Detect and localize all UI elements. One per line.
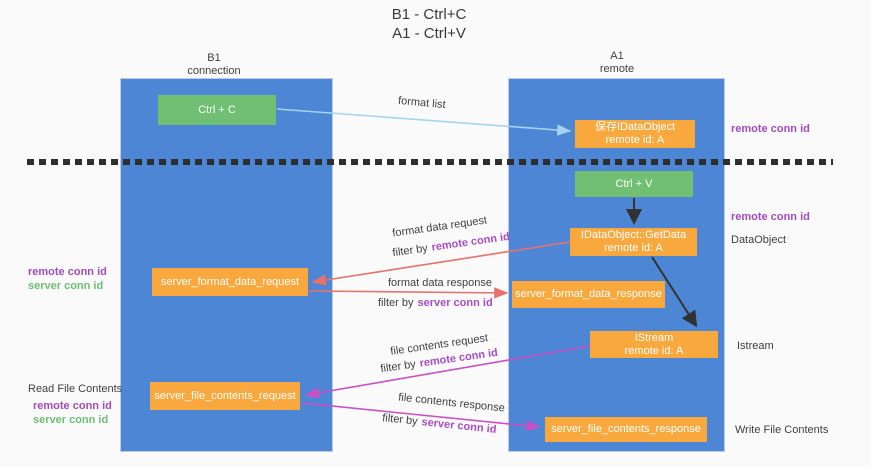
side-label-write-file-contents: Write File Contents	[735, 424, 829, 436]
node-getdata-line2: remote id: A	[604, 242, 663, 254]
arrow-file-contents-request	[304, 345, 591, 399]
node-istream: IStream remote id: A	[590, 331, 718, 358]
node-istream-line1: IStream	[634, 331, 674, 344]
node-save-idataobject: 保存IDataObject remote id: A	[575, 120, 695, 148]
lane-right-name: A1	[610, 50, 624, 62]
side-label-remote-conn-id-top: remote conn id	[731, 123, 810, 135]
arrow-format-data-request	[311, 241, 571, 286]
side-label-left-server-conn-id: server conn id	[28, 280, 104, 292]
lane-left-subtitle: connection	[187, 65, 241, 77]
node-server-format-data-request: server_format_data_request	[152, 268, 308, 296]
node-server-format-data-response-label: server_format_data_response	[515, 288, 662, 300]
side-label-bottom-server-conn-id: server conn id	[33, 414, 109, 426]
node-save-idataobject-line1: 保存IDataObject	[594, 121, 676, 133]
edge-label-format-data-response: format data response	[388, 277, 492, 289]
node-ctrl-v-label: Ctrl + V	[615, 177, 653, 190]
node-server-file-contents-request: server_file_contents_request	[150, 382, 300, 410]
side-label-bottom-remote-conn-id: remote conn id	[33, 400, 112, 412]
node-ctrl-c-label: Ctrl + C	[198, 103, 236, 116]
side-label-dataobject: DataObject	[731, 234, 787, 246]
server-conn-id-text: server conn id	[417, 297, 493, 309]
title-line-1: B1 - Ctrl+C	[391, 6, 467, 23]
node-save-idataobject-line2: remote id: A	[605, 134, 665, 146]
page-title: B1 - Ctrl+C A1 - Ctrl+V	[329, 5, 529, 43]
side-label-read-file-contents: Read File Contents	[28, 383, 123, 395]
node-server-format-data-request-label: server_format_data_request	[160, 275, 300, 288]
lane-left-name: B1	[207, 52, 221, 64]
node-server-file-contents-response: server_file_contents_response	[545, 417, 707, 442]
lane-header-right: A1 remote	[553, 50, 681, 76]
arrow-file-contents-response	[301, 402, 541, 432]
side-label-istream: Istream	[737, 340, 774, 352]
side-label-remote-conn-id-mid: remote conn id	[731, 211, 810, 223]
lane-right-subtitle: remote	[599, 63, 635, 75]
node-server-file-contents-response-label: server_file_contents_response	[551, 423, 701, 435]
filter-by-text: filter by	[378, 297, 414, 309]
side-label-left-remote-conn-id: remote conn id	[28, 266, 107, 278]
lane-header-left: B1 connection	[150, 52, 278, 78]
node-idataobject-getdata: IDataObject::GetData remote id: A	[570, 228, 697, 256]
node-ctrl-v: Ctrl + V	[575, 171, 693, 197]
node-ctrl-c: Ctrl + C	[158, 95, 276, 125]
title-line-2: A1 - Ctrl+V	[392, 25, 466, 42]
arrow-getdata-to-istream	[651, 256, 698, 328]
dashed-separator	[27, 159, 833, 165]
arrow-format-list	[276, 108, 572, 136]
node-istream-line2: remote id: A	[624, 344, 684, 357]
node-getdata-line1: IDataObject::GetData	[580, 229, 687, 241]
node-server-format-data-response: server_format_data_response	[512, 281, 665, 308]
arrow-format-data-response	[308, 287, 509, 299]
node-server-file-contents-request-label: server_file_contents_request	[154, 389, 296, 402]
